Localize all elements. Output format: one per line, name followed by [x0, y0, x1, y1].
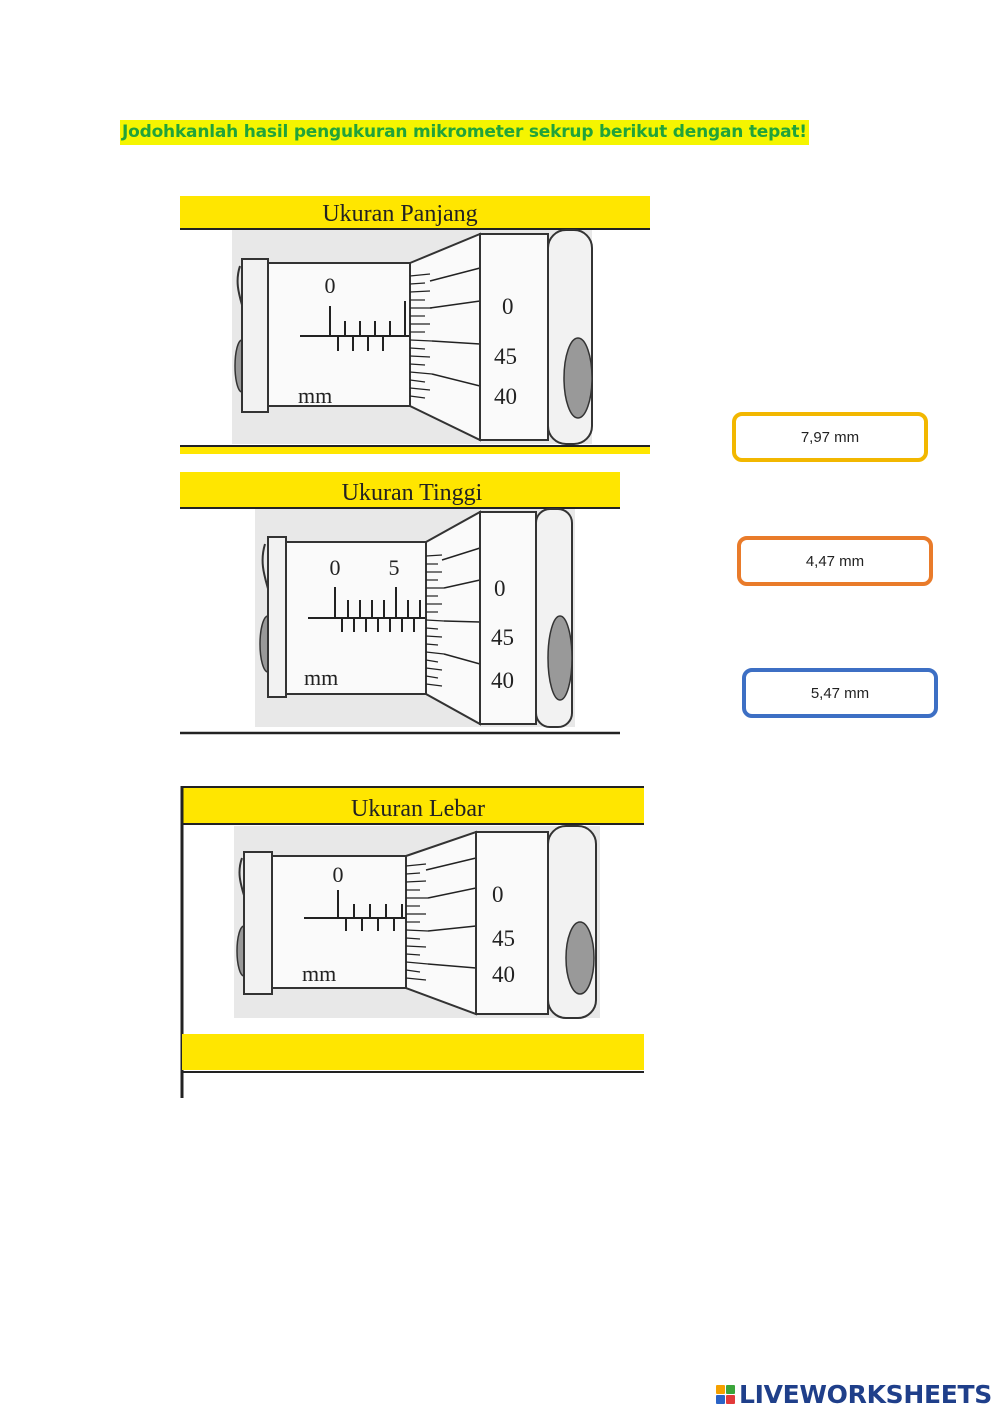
answer-box-3[interactable]: 5,47 mm: [742, 668, 938, 718]
logo-mark-icon: [715, 1385, 735, 1404]
thimble-label: 0: [492, 882, 504, 907]
answer-label: 4,47 mm: [805, 552, 865, 570]
micrometer-panel-tinggi: Ukuran Tinggi 0 5 mm: [180, 472, 620, 737]
thimble-label: 45: [492, 926, 515, 951]
panel-title: Ukuran Lebar: [351, 796, 485, 822]
answer-label: 7,97 mm: [800, 428, 860, 446]
answer-label: 5,47 mm: [810, 684, 870, 702]
panel-title: Ukuran Panjang: [322, 201, 477, 227]
thimble-label: 40: [491, 668, 514, 693]
micrometer-lebar-image: Ukuran Lebar 0 mm: [180, 786, 644, 1098]
thimble-label: 45: [491, 625, 514, 650]
sleeve-label: 5: [389, 555, 400, 580]
unit-label: mm: [298, 383, 332, 408]
liveworksheets-logo[interactable]: LIVEWORKSHEETS: [715, 1380, 992, 1409]
micrometer-tinggi-image: Ukuran Tinggi 0 5 mm: [180, 472, 620, 735]
unit-label: mm: [304, 665, 338, 690]
sleeve-label: 0: [325, 273, 336, 298]
micrometer-panel-panjang: Ukuran Panjang 0 mm: [180, 196, 650, 454]
micrometer-panjang-image: Ukuran Panjang 0 mm: [180, 196, 650, 454]
sleeve-label: 0: [333, 862, 344, 887]
unit-label: mm: [302, 961, 336, 986]
thimble-label: 0: [502, 294, 514, 319]
thimble-label: 45: [494, 344, 517, 369]
micrometer-panel-lebar: Ukuran Lebar 0 mm: [180, 786, 644, 1098]
panel-title: Ukuran Tinggi: [342, 480, 483, 506]
brand-name: LIVEWORKSHEETS: [738, 1380, 992, 1409]
thimble-label: 40: [492, 962, 515, 987]
answer-box-1[interactable]: 7,97 mm: [732, 412, 928, 462]
thimble-label: 0: [494, 576, 506, 601]
thimble-label: 40: [494, 384, 517, 409]
instruction-text: Jodohkanlah hasil pengukuran mikrometer …: [120, 120, 809, 145]
answer-box-2[interactable]: 4,47 mm: [737, 536, 933, 586]
sleeve-label: 0: [330, 555, 341, 580]
